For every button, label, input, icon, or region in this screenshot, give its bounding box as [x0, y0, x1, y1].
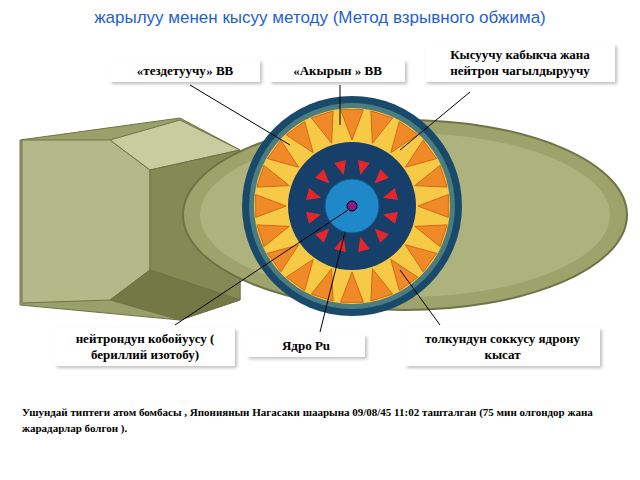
plutonium-core [325, 179, 379, 233]
compression-arrow [358, 237, 370, 252]
explosive-lenses [256, 110, 449, 303]
lens-petal [257, 165, 289, 187]
pusher-layer [288, 142, 416, 270]
compression-arrow [334, 160, 346, 175]
compression-arrow [315, 169, 329, 183]
callout-text: «тездетуучу» ВВ [137, 63, 233, 78]
lens-petal [391, 121, 418, 152]
lens-petal [405, 245, 436, 272]
callout-text: «Акырын » ВВ [293, 63, 382, 78]
callout-box: «тездетуучу» ВВ [110, 60, 260, 82]
lens-petal [371, 111, 393, 143]
callout-box: нейтрондун кобойуусу ( бериллий изотобу) [55, 328, 235, 366]
callout-box: Кысуучу кабыкча жана нейтрон чагылдырууч… [425, 44, 615, 82]
callout-text: Кысуучу кабыкча жана нейтрон чагылдырууч… [450, 47, 590, 78]
lens-petal [257, 225, 289, 247]
compression-arrow [306, 212, 321, 224]
explosive-lens-ring [254, 108, 450, 304]
callout-text: Ядро Pu [282, 338, 330, 353]
lens-petal [415, 225, 447, 247]
title: жарылуу менен кысуу методу (Метод взрывн… [0, 8, 640, 28]
lens-petal [418, 195, 448, 218]
callout-box: Ядро Pu [247, 335, 365, 357]
compression-arrows [306, 160, 398, 252]
lens-petal [286, 121, 313, 152]
lens-petal [341, 110, 364, 140]
compression-arrow [375, 169, 389, 183]
callout-box: «Акырын » ВВ [270, 60, 405, 82]
neutron-initiator [347, 201, 357, 211]
lens-petal [415, 165, 447, 187]
lens-petal [267, 140, 298, 167]
compression-arrow [383, 188, 398, 200]
callout-box: толкундун соккусу ядрону кысат [405, 328, 600, 366]
compression-arrow [358, 160, 370, 175]
lens-petal [286, 259, 313, 290]
lens-petal [405, 140, 436, 167]
compression-arrow [306, 188, 321, 200]
lens-petal [371, 269, 393, 301]
tamper-shell [242, 96, 462, 316]
lens-petal [341, 272, 364, 302]
lens-petal [256, 195, 286, 218]
leader-lines [175, 85, 470, 332]
callout-text: толкундун соккусу ядрону кысат [425, 331, 580, 362]
compression-arrow [383, 212, 398, 224]
lens-petal [391, 259, 418, 290]
tamper-inner [249, 103, 455, 309]
callout-text: нейтрондун кобойуусу ( бериллий изотобу) [76, 331, 215, 362]
caption: Ушундай типтеги атом бомбасы , Япониянын… [22, 404, 627, 436]
lens-petal [311, 269, 333, 301]
compression-arrow [375, 229, 389, 243]
lens-petal [311, 111, 333, 143]
lens-petal [267, 245, 298, 272]
